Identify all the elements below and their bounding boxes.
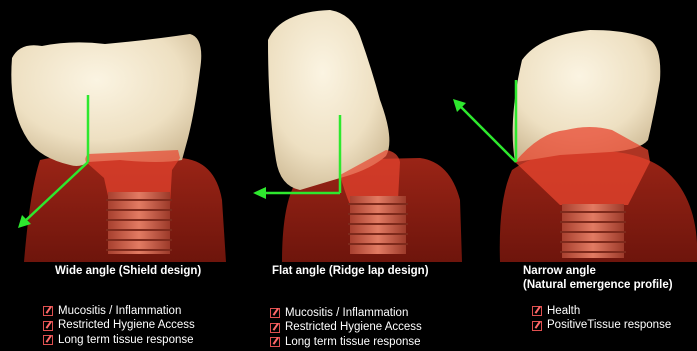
- checked-box-icon: [532, 306, 542, 316]
- angle-arrow: [453, 80, 516, 162]
- tooth-crown: [11, 34, 201, 166]
- checked-box-icon: [270, 308, 280, 318]
- caption-line: Wide angle (Shield design): [55, 264, 201, 278]
- caption-wide-angle: Wide angle (Shield design): [55, 264, 201, 278]
- list-item: Mucositis / Inflammation: [270, 306, 422, 320]
- list-item: Restricted Hygiene Access: [270, 320, 422, 334]
- list-item: Mucositis / Inflammation: [43, 304, 195, 318]
- panel-wide-angle: [11, 34, 226, 262]
- list-item: Long term tissue response: [270, 335, 422, 349]
- checked-box-icon: [270, 337, 280, 347]
- caption-line: Flat angle (Ridge lap design): [272, 264, 429, 278]
- implant: [106, 192, 172, 254]
- caption-narrow-angle: Narrow angle (Natural emergence profile): [523, 264, 673, 292]
- list-item: Health: [532, 304, 671, 318]
- caption-flat-angle: Flat angle (Ridge lap design): [272, 264, 429, 278]
- implant: [348, 196, 408, 254]
- list-narrow-angle: Health PositiveTissue response: [532, 304, 671, 333]
- list-wide-angle: Mucositis / Inflammation Restricted Hygi…: [43, 304, 195, 347]
- checked-box-icon: [532, 321, 542, 331]
- list-item: PositiveTissue response: [532, 318, 671, 332]
- implant: [560, 204, 626, 258]
- panel-narrow-angle: [453, 30, 697, 262]
- checked-box-icon: [43, 335, 53, 345]
- checked-box-icon: [43, 321, 53, 331]
- checked-box-icon: [270, 323, 280, 333]
- list-flat-angle: Mucositis / Inflammation Restricted Hygi…: [270, 306, 422, 349]
- list-item: Restricted Hygiene Access: [43, 318, 195, 332]
- caption-line: (Natural emergence profile): [523, 278, 673, 292]
- list-item: Long term tissue response: [43, 333, 195, 347]
- checked-box-icon: [43, 306, 53, 316]
- caption-line: Narrow angle: [523, 264, 673, 278]
- panel-flat-angle: [253, 10, 462, 262]
